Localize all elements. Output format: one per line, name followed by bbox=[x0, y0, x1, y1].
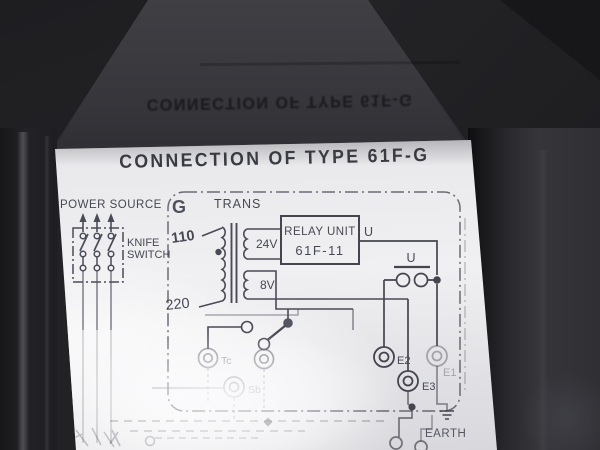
knife-switch-symbol: KNIFE SWITCH bbox=[69, 227, 170, 448]
u-contact-terminal-left bbox=[395, 272, 411, 288]
junction-dot bbox=[433, 276, 441, 284]
secondary-coil-24v bbox=[243, 228, 249, 260]
secondary-8v-label: 8V bbox=[260, 278, 275, 292]
power-arrows bbox=[79, 213, 115, 222]
housing-right-streak bbox=[538, 150, 548, 450]
primary-tap-dot bbox=[215, 248, 222, 256]
relay-unit-terminal-u: U bbox=[364, 225, 373, 239]
primary-tap-220: 220 bbox=[165, 296, 191, 314]
stamp-mark: G bbox=[172, 197, 186, 217]
relay-unit-box: RELAY UNIT 61F-11 U bbox=[280, 215, 438, 275]
terminal-e3-label: E3 bbox=[422, 381, 435, 393]
u-contact-terminal-right bbox=[413, 272, 429, 288]
knife-switch-label-1: KNIFE bbox=[127, 237, 159, 249]
housing-left-edge-highlight bbox=[17, 132, 29, 450]
knife-switch-poles bbox=[79, 232, 117, 272]
housing-right-blotch bbox=[520, 370, 600, 450]
relay-unit-model: 61F-11 bbox=[295, 243, 344, 258]
terminal-e2-label: E2 bbox=[397, 355, 410, 367]
knife-switch-label-2: SWITCH bbox=[127, 249, 170, 261]
power-source-label: POWER SOURCE bbox=[60, 199, 162, 211]
transformer-label: TRANS bbox=[214, 197, 261, 211]
primary-coil bbox=[220, 226, 226, 302]
earth-label: EARTH bbox=[425, 428, 466, 440]
u-contact-label: U bbox=[406, 251, 415, 265]
primary-tap-110: 110 bbox=[170, 228, 195, 247]
u-contact: U bbox=[383, 251, 441, 347]
secondary-24v-label: 24V bbox=[256, 237, 277, 251]
earth-ground-icon bbox=[440, 410, 454, 420]
secondary-coil-8v bbox=[243, 270, 250, 300]
label-glare bbox=[90, 330, 390, 450]
terminal-e3: E3 bbox=[397, 370, 435, 393]
transformer-core bbox=[230, 223, 238, 303]
switch-contact-blob bbox=[283, 318, 293, 328]
power-source: POWER SOURCE bbox=[60, 199, 162, 232]
relay-unit-name: RELAY UNIT bbox=[284, 226, 356, 238]
terminal-e1-label: E1 bbox=[443, 367, 456, 379]
housing-left-edge-highlight-2 bbox=[44, 136, 50, 450]
transformer-symbol: TRANS 110 220 24V 8V bbox=[165, 197, 408, 330]
terminal-e1: E1 bbox=[426, 345, 456, 379]
